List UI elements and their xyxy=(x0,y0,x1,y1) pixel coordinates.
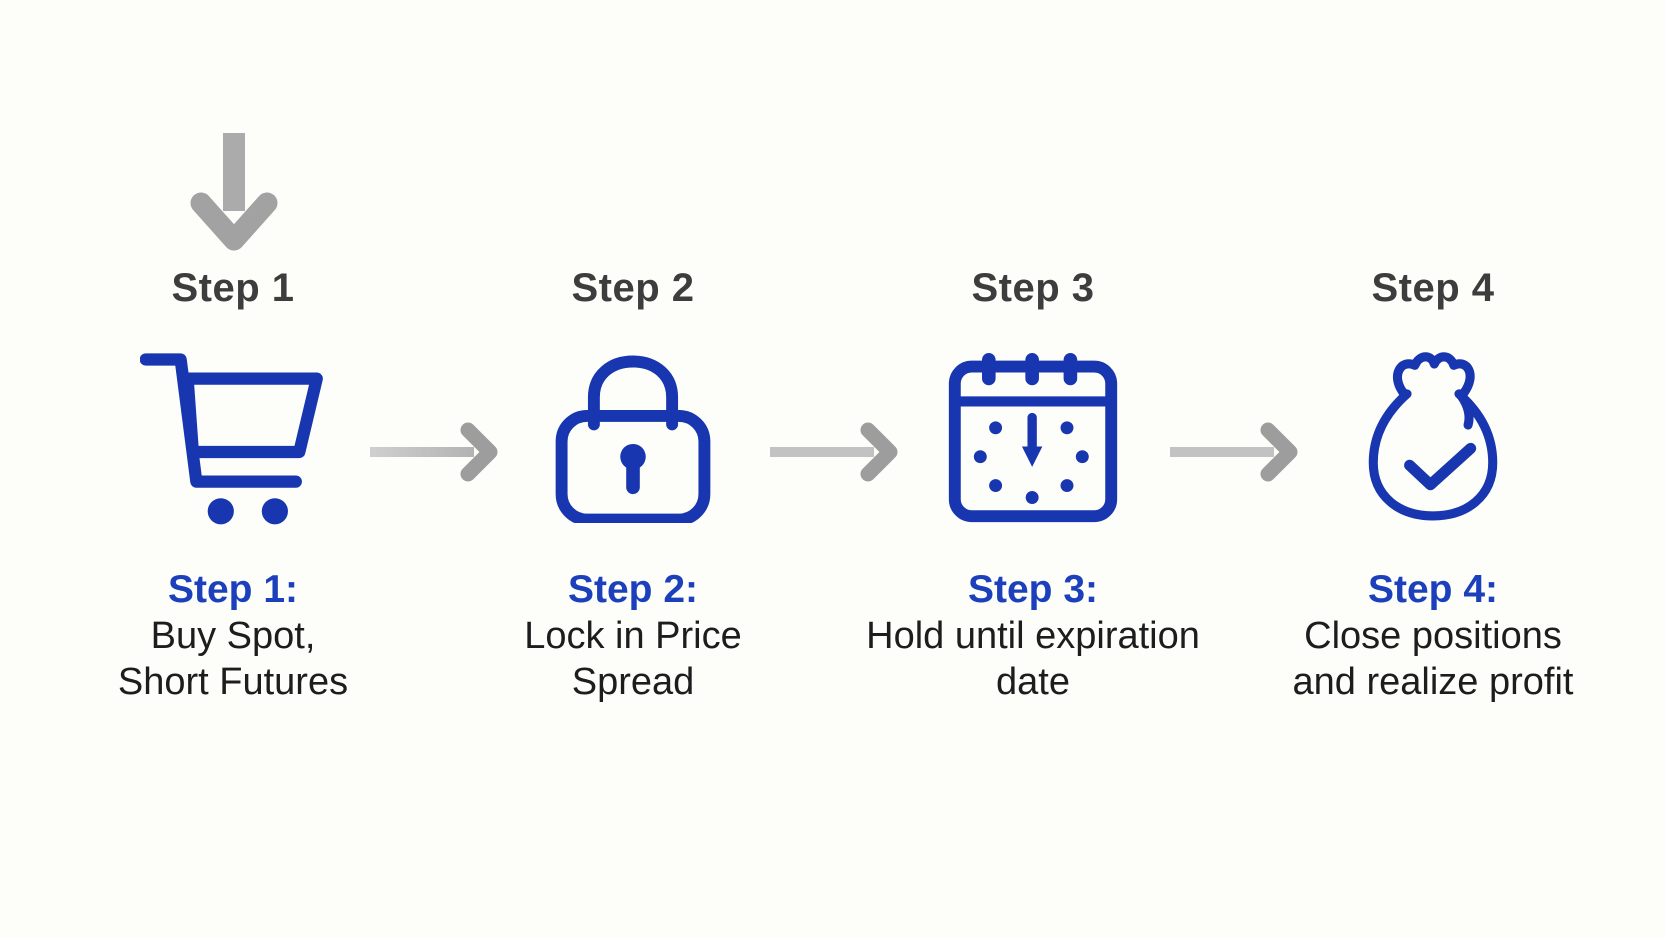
caption-line: Spread xyxy=(571,661,695,703)
caption-title: Step 2: xyxy=(567,568,699,611)
arrow-right-icon xyxy=(370,420,505,489)
caption-line: Close positions xyxy=(1304,615,1562,657)
step-heading: Step 1 xyxy=(171,266,295,310)
step-column-1: Step 1 Step 1: Buy Spot, Short Futures xyxy=(33,0,433,705)
money-bag-check-icon xyxy=(1233,350,1633,525)
calendar-clock-icon xyxy=(833,350,1233,525)
caption-line: Short Futures xyxy=(117,661,349,703)
caption-line: Buy Spot, xyxy=(150,615,316,657)
shopping-cart-icon xyxy=(33,350,433,525)
step-column-2: Step 2 Step 2: Lock in Price Spread xyxy=(433,0,833,705)
step-heading: Step 4 xyxy=(1371,266,1495,310)
arrow-down-icon xyxy=(189,133,279,258)
arrow-right-icon xyxy=(770,420,905,489)
step-column-3: Step 3 Step 3: Hold until expiration dat… xyxy=(833,0,1233,705)
step-heading: Step 3 xyxy=(971,266,1095,310)
caption-line: Lock in Price xyxy=(524,615,742,657)
arrow-right-icon xyxy=(1170,420,1305,489)
step-column-4: Step 4 Step 4: Close positions and reali… xyxy=(1233,0,1633,705)
step-caption: Step 2: Lock in Price Spread xyxy=(433,567,833,705)
step-caption: Step 3: Hold until expiration date xyxy=(833,567,1233,705)
step-caption: Step 4: Close positions and realize prof… xyxy=(1233,567,1633,705)
caption-title: Step 4: xyxy=(1367,568,1499,611)
caption-title: Step 1: xyxy=(167,568,299,611)
caption-line: date xyxy=(996,661,1070,703)
step-caption: Step 1: Buy Spot, Short Futures xyxy=(33,567,433,705)
step-heading: Step 2 xyxy=(571,266,695,310)
caption-line: Hold until expiration xyxy=(866,615,1200,657)
padlock-icon xyxy=(433,350,833,525)
caption-line: and realize profit xyxy=(1292,661,1574,703)
caption-title: Step 3: xyxy=(967,568,1099,611)
